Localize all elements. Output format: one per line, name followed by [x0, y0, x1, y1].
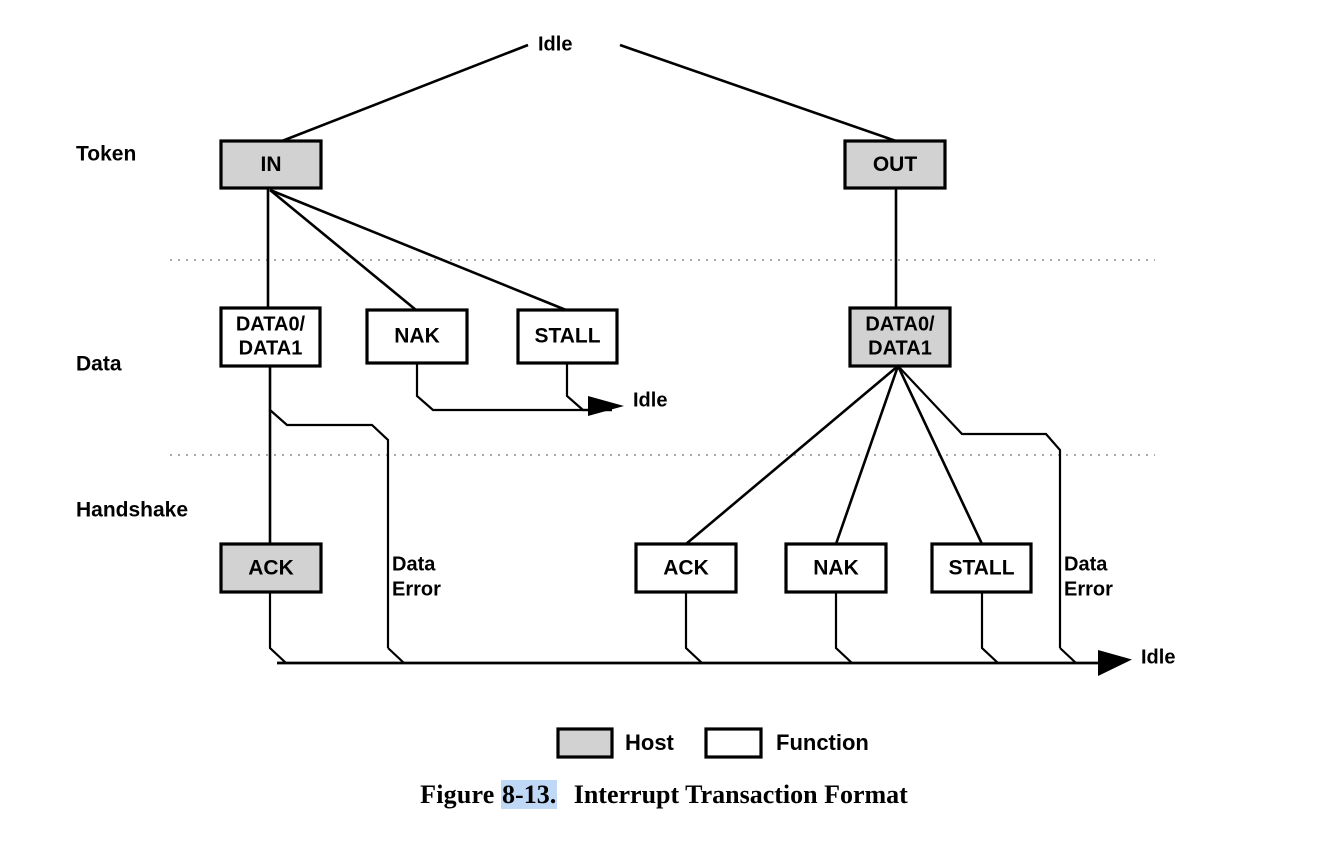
node-nak-data[interactable] — [365, 308, 469, 365]
node-data0-data1-out[interactable] — [848, 306, 952, 368]
node-stall-right-label: STALL — [948, 557, 1014, 580]
edge-nak-data-to-idle — [415, 363, 612, 412]
node-nak-data-label: NAK — [394, 325, 440, 348]
drop-ack-right-to-rail — [684, 592, 703, 664]
edge-data-out-to-ack — [685, 365, 899, 545]
node-ack-left-label: ACK — [248, 557, 294, 580]
node-data0-data1-out-label-1: DATA0/ — [865, 313, 935, 335]
edge-data-out-to-nak — [834, 365, 900, 545]
label-data-error-left-1: Data — [392, 553, 436, 575]
label-data-error-right-1: Data — [1064, 553, 1108, 575]
node-in-token-label: IN — [261, 153, 282, 176]
legend-host-swatch — [556, 727, 614, 759]
label-data-error-left-2: Error — [392, 578, 441, 600]
caption-title: Interrupt Transaction Format — [573, 780, 908, 809]
figure-caption: Figure 8-13. Interrupt Transaction Forma… — [0, 780, 1328, 810]
edge-in-to-nak — [269, 188, 417, 312]
legend-function-label: Function — [776, 730, 869, 755]
row-label-handshake: Handshake — [76, 499, 188, 522]
row-label-token: Token — [76, 143, 136, 166]
drop-stall-right-to-rail — [980, 592, 999, 664]
node-nak-right-label: NAK — [813, 557, 859, 580]
drop-nak-right-to-rail — [834, 592, 853, 664]
node-data0-data1-in-label-1: DATA0/ — [236, 313, 306, 335]
row-label-data: Data — [76, 353, 122, 376]
node-out-token[interactable] — [843, 139, 947, 190]
node-out-token-label: OUT — [873, 153, 918, 176]
label-idle-top: Idle — [538, 33, 572, 55]
node-stall-data-label: STALL — [534, 325, 600, 348]
node-ack-right[interactable] — [634, 542, 738, 594]
arrow-bottom-idle — [1098, 650, 1132, 676]
arrow-middle-idle — [588, 396, 624, 416]
node-data0-data1-in-label-2: DATA1 — [239, 337, 303, 359]
drop-data-error-left-to-rail — [387, 647, 405, 664]
node-data0-data1-in[interactable] — [219, 306, 322, 368]
node-in-token[interactable] — [219, 139, 323, 190]
label-idle-bottom: Idle — [1141, 646, 1175, 668]
node-stall-data[interactable] — [516, 308, 619, 365]
label-data-error-right-2: Error — [1064, 578, 1113, 600]
label-idle-middle: Idle — [633, 389, 667, 411]
edge-idle-to-in — [281, 43, 529, 143]
legend-function-swatch — [704, 727, 763, 759]
node-ack-right-label: ACK — [663, 557, 709, 580]
edge-data-in-data-error — [269, 409, 390, 648]
node-data0-data1-out-label-2: DATA1 — [868, 337, 932, 359]
caption-prefix: Figure — [420, 780, 495, 809]
legend-host-label: Host — [625, 730, 675, 755]
edge-in-to-stall — [269, 188, 567, 312]
drop-ack-left-to-rail — [268, 592, 287, 664]
drop-data-error-right-to-rail — [1059, 647, 1077, 664]
edge-data-out-data-error — [897, 365, 1062, 648]
edge-idle-to-out — [619, 43, 897, 143]
node-ack-left[interactable] — [219, 542, 323, 594]
caption-number: 8-13. — [501, 780, 558, 809]
node-stall-right[interactable] — [930, 542, 1033, 594]
edge-data-out-to-stall — [896, 365, 984, 545]
